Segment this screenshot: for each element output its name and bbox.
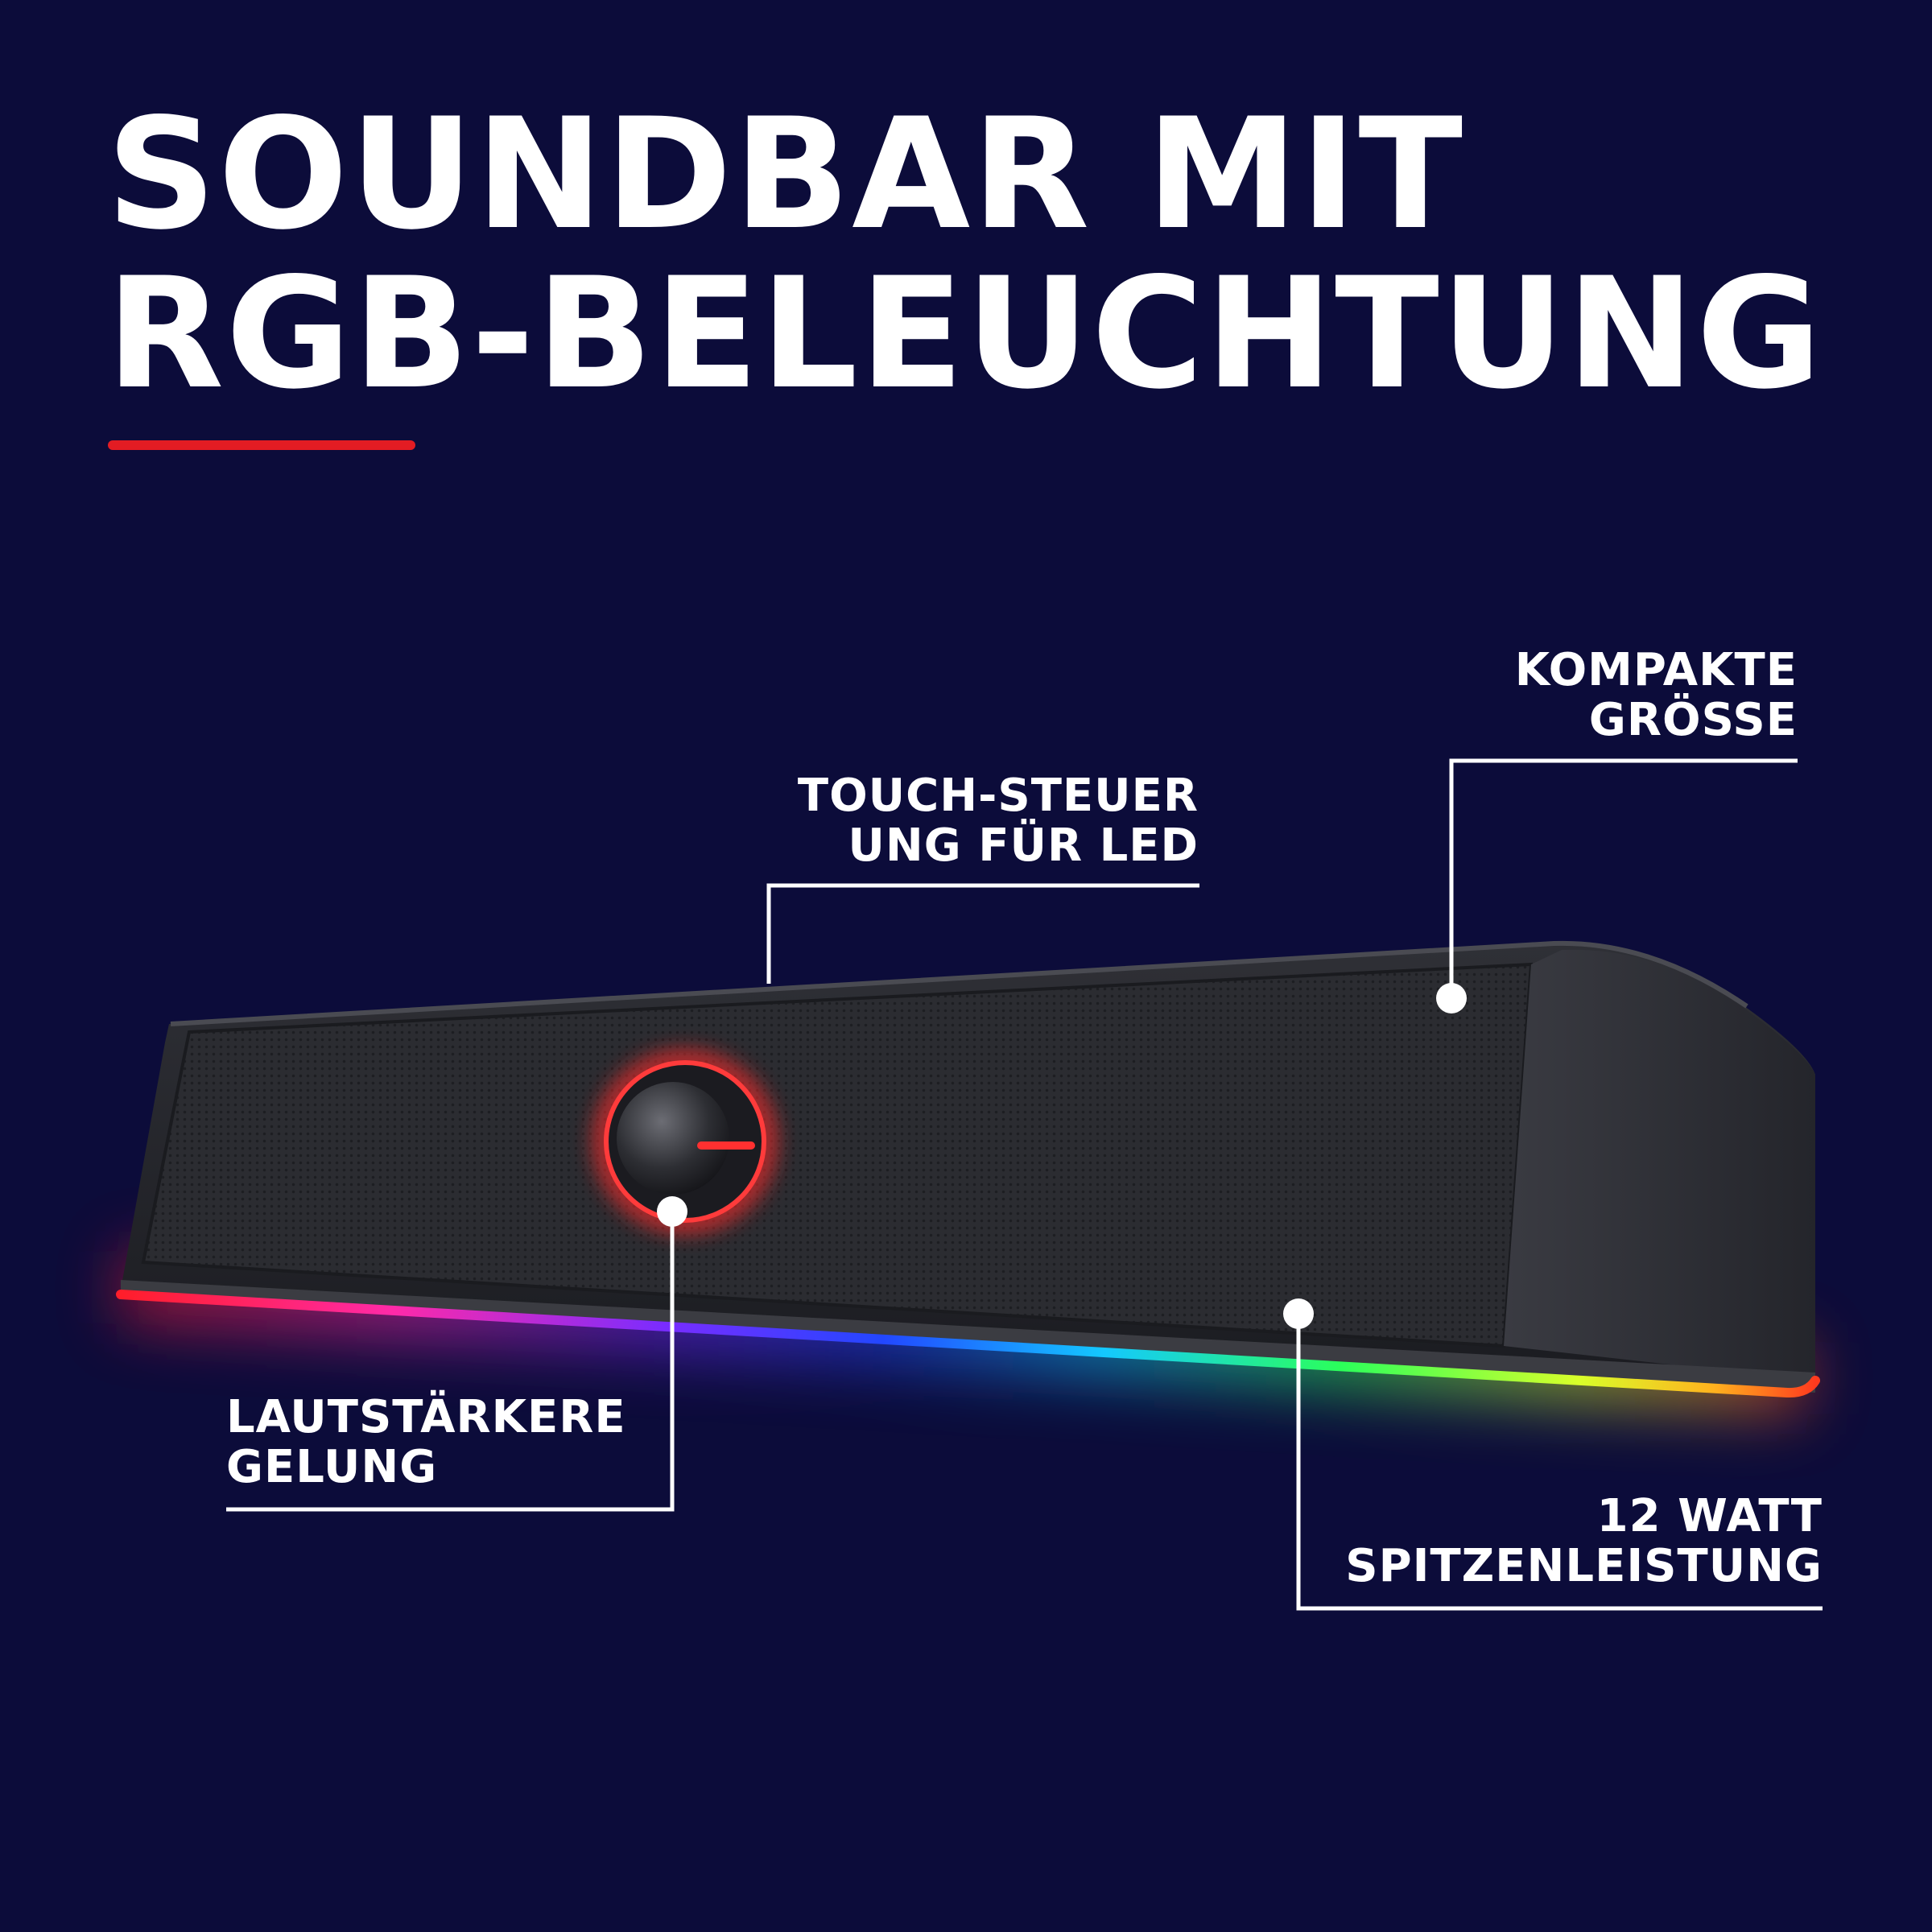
knob-indicator [697,1141,755,1150]
callout-volume-line-1: LAUTSTÄRKERE [226,1391,626,1443]
bottom-bevel [121,1280,1815,1393]
callout-power-line-1: 12 WATT [1596,1490,1823,1542]
callout-volume-line-2: GELUNG [226,1441,438,1493]
callout-dot-volume [657,1196,687,1227]
headline: SOUNDBAR MIT RGB-BELEUCHTUNG [106,95,1823,414]
top-edge [170,940,1748,1026]
callout-touch-control: TOUCH-STEUER UNG FÜR LED [798,771,1199,871]
callout-dot-power [1283,1298,1314,1329]
callout-peak-power: 12 WATT SPITZENLEISTUNG [1345,1492,1823,1591]
callout-power-line-2: SPITZENLEISTUNG [1345,1540,1823,1592]
callout-size-line-1: KOMPAKTE [1514,644,1798,696]
callout-size-line-2: GRÖSSE [1588,694,1798,746]
callout-compact-size: KOMPAKTE GRÖSSE [1515,646,1798,745]
headline-line-2: RGB-BELEUCHTUNG [106,245,1823,423]
callout-touch-line-1: TOUCH-STEUER [797,770,1199,822]
headline-line-1: SOUNDBAR MIT [106,85,1465,263]
callout-touch-line-2: UNG FÜR LED [848,819,1199,872]
volume-knob[interactable] [617,1082,729,1195]
callout-line-power [1296,1314,1823,1611]
soundbar-end-cap [1504,949,1815,1381]
rgb-light-strip [116,1290,1820,1398]
callout-line-touch [766,883,1199,984]
callout-volume-control: LAUTSTÄRKERE GELUNG [226,1393,626,1492]
callout-line-size [1449,758,1798,998]
headline-accent-bar [108,440,415,450]
callout-line-volume [226,1212,675,1512]
callout-dot-size [1436,983,1467,1013]
